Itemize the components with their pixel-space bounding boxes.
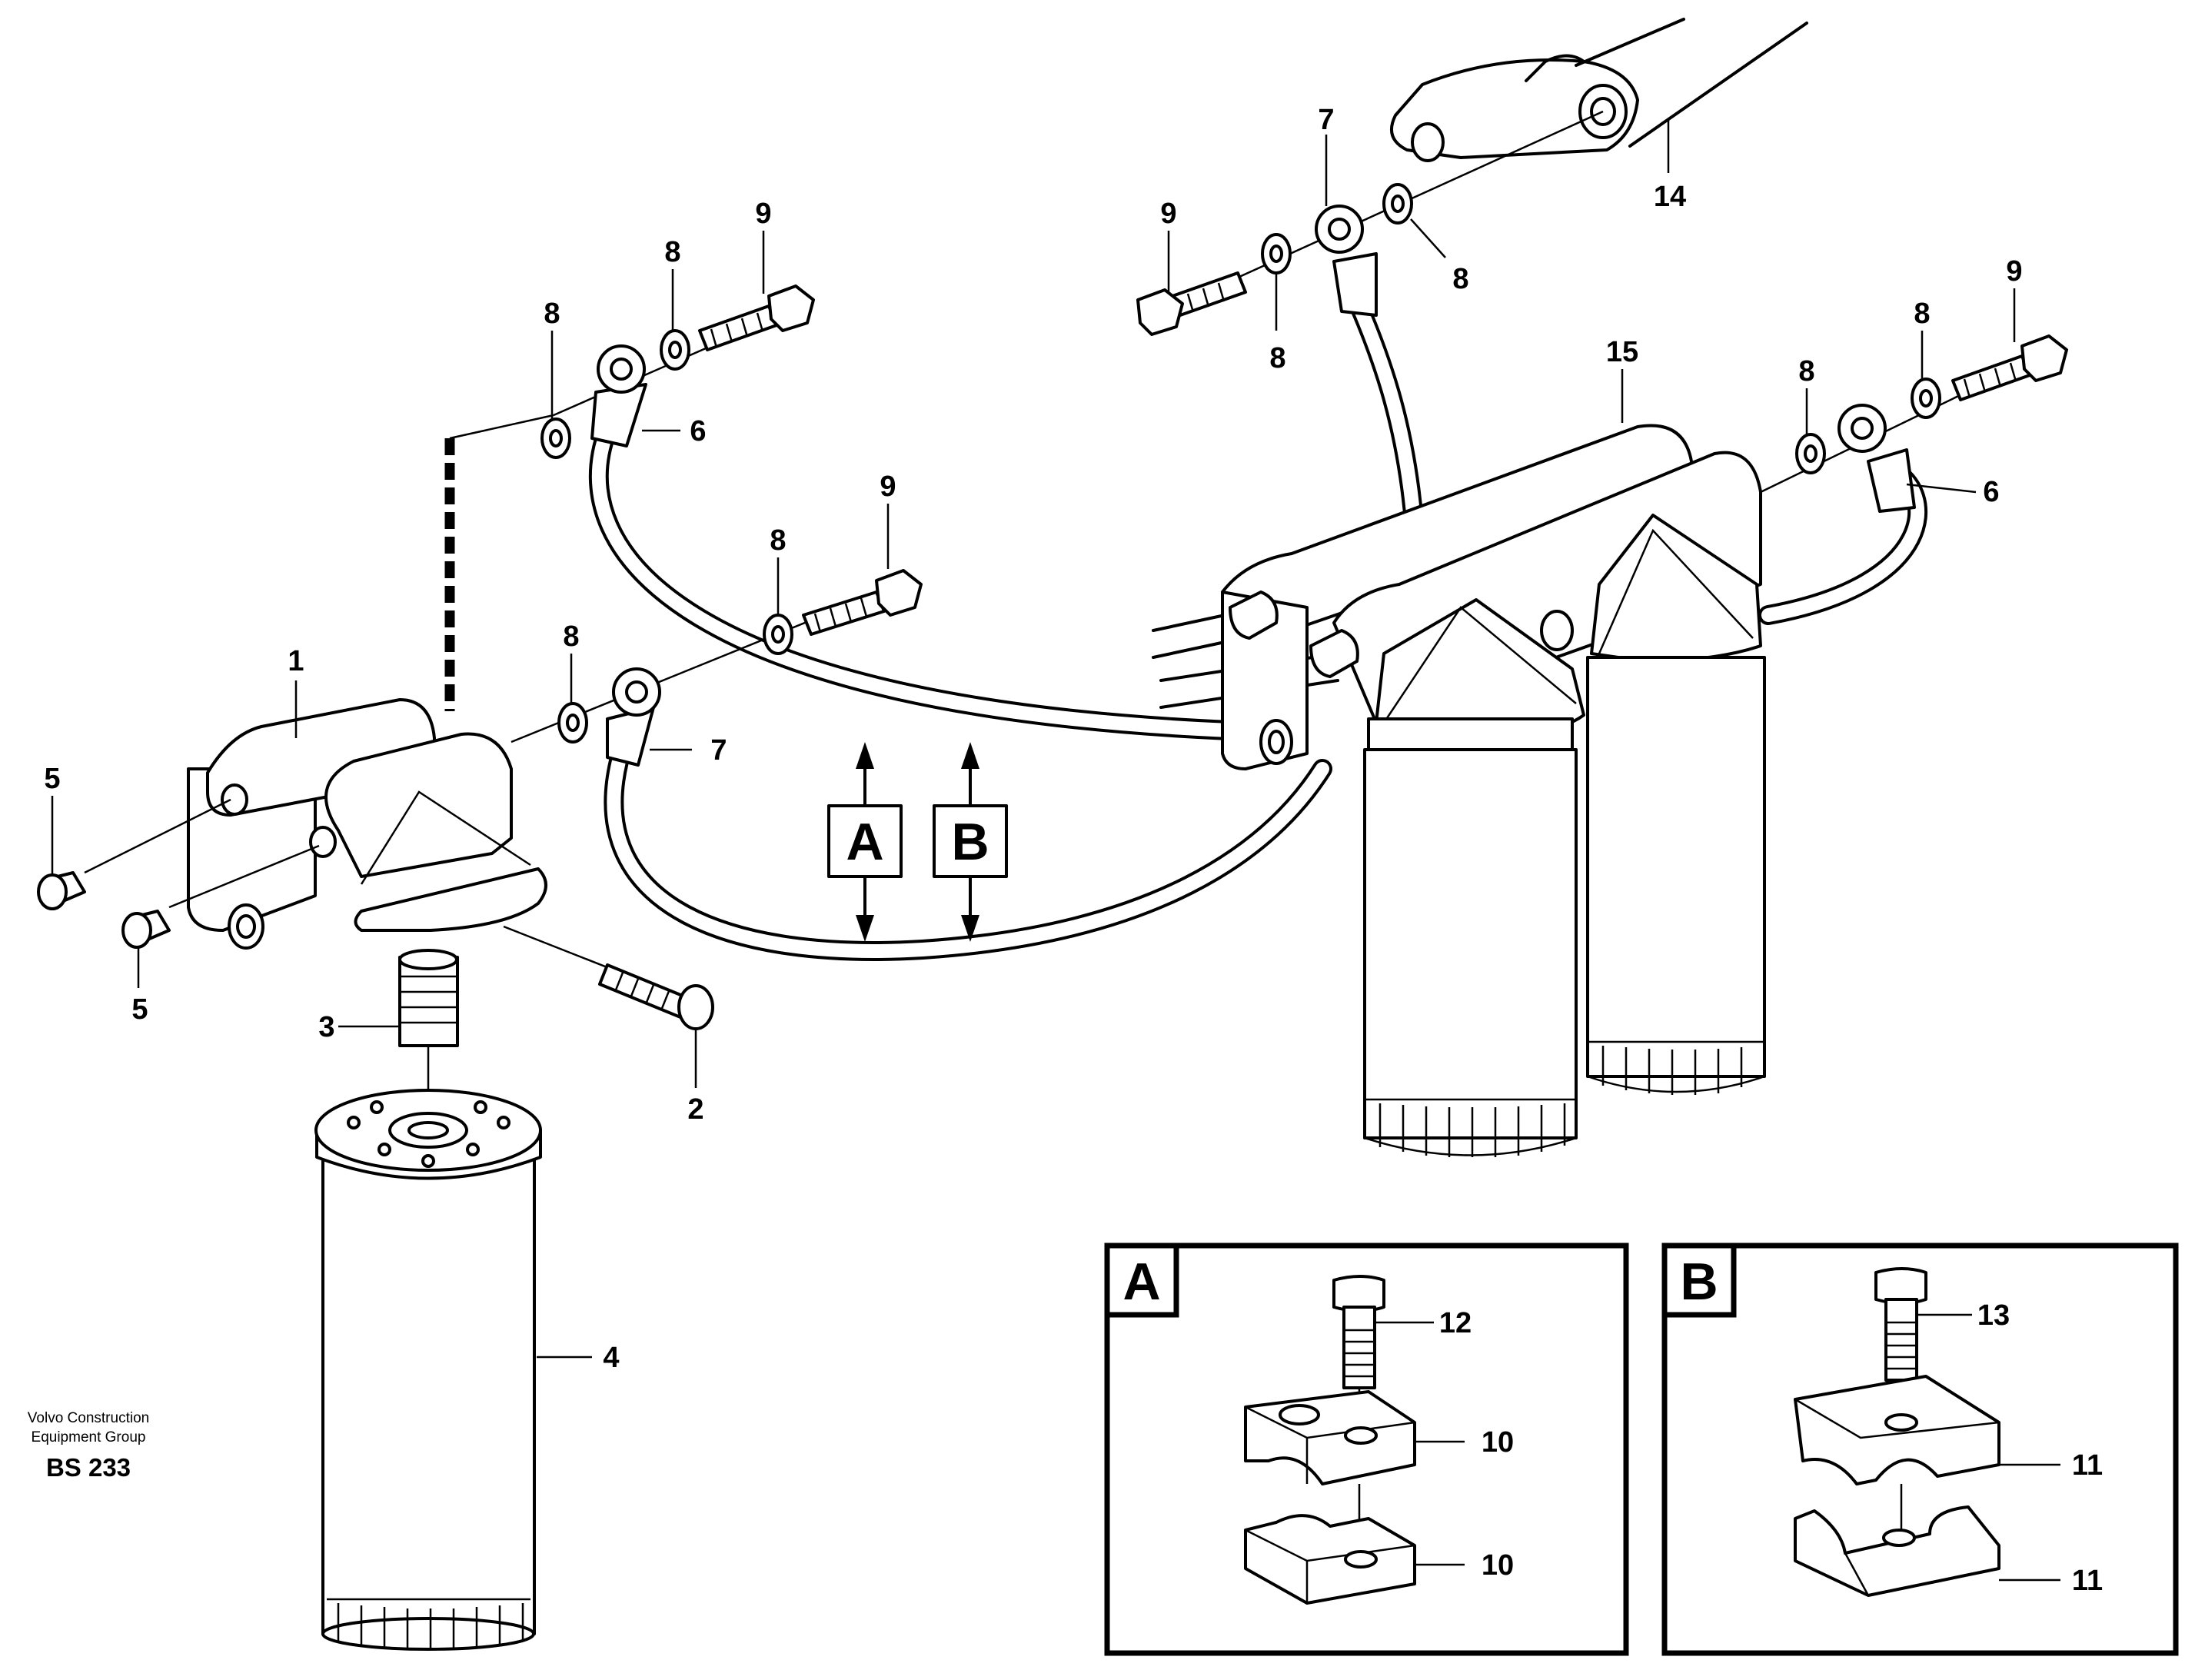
callout-8-d: 8 [770,524,786,557]
nipple-3 [398,949,459,1107]
hose-6-left [588,421,1240,740]
callout-9-a: 9 [755,198,771,230]
callout-11-upper: 11 [2072,1449,2103,1482]
banjo-fitting-6-left [553,302,808,447]
section-marker-b-box [933,804,1008,878]
bolt-2 [503,925,714,1030]
filter-head-1 [187,698,547,950]
hose-7-left [604,751,1332,961]
callout-9-b: 9 [880,471,896,503]
washer-8-b [660,329,690,371]
bracket-14 [1390,18,1808,162]
plug-5-lower [121,844,320,949]
washer-8-c [557,702,588,744]
callout-7-right: 7 [1318,104,1334,136]
callout-8-h: 8 [1914,298,1930,330]
callout-14: 14 [1654,181,1686,213]
callout-15: 15 [1606,336,1638,368]
washer-8-h [1911,378,1941,419]
leader-lines [51,119,2060,1582]
callout-3: 3 [318,1011,334,1043]
callout-12: 12 [1439,1307,1472,1339]
section-marker-a: A [846,813,883,871]
bolt-9-b [802,569,923,636]
washer-8-g [1795,433,1826,474]
filter-15-front [1363,717,1578,1157]
washer-8-e [1261,233,1292,274]
filter-4 [314,1089,542,1651]
bolt-9-d [1951,334,2068,401]
banjo-fitting-7-right [1222,110,1604,317]
plug-5-upper [37,798,231,910]
section-marker-a-box [827,804,903,878]
callout-1: 1 [288,645,304,677]
callout-5-lower: 5 [131,993,148,1026]
callout-9-d: 9 [2006,255,2022,288]
drawing-code: BS 233 [46,1453,131,1482]
callout-4: 4 [603,1342,619,1374]
callout-10-upper: 10 [1482,1426,1514,1459]
callout-8-f: 8 [1452,263,1468,295]
filter-head-15 [1221,424,1762,770]
callout-8-c: 8 [563,620,579,653]
callout-6-right: 6 [1983,476,1999,508]
callout-8-g: 8 [1798,355,1814,388]
callout-5-upper: 5 [44,763,60,795]
detail-box-b-title: B [1680,1253,1718,1311]
detail-box-a-title: A [1122,1253,1160,1311]
section-marker-b: B [951,813,989,871]
callout-9-c: 9 [1160,198,1176,230]
detail-box-b: B [1661,1243,2179,1656]
credit-line-1: Volvo Construction [28,1410,149,1426]
bolt-9-c [1136,271,1247,336]
washer-8-d [763,614,793,655]
callout-7-left: 7 [710,734,727,767]
banjo-fitting-6-right [1760,360,2030,513]
callout-8-b: 8 [664,236,680,268]
detail-box-a: A [1104,1243,1629,1656]
callout-6-left: 6 [690,415,706,447]
bolt-9-a [698,284,815,351]
filter-15-rear [1586,656,1766,1095]
callout-13: 13 [1977,1299,2010,1332]
washer-8-a [540,418,571,459]
callout-10-lower: 10 [1482,1549,1514,1582]
callout-2: 2 [687,1093,703,1126]
washer-8-f [1382,183,1413,225]
credit-line-2: Equipment Group [32,1429,146,1445]
callout-8-e: 8 [1269,342,1285,374]
hose-7-right [1343,282,1425,541]
callout-11-lower: 11 [2072,1565,2103,1597]
callout-8-a: 8 [544,298,560,330]
